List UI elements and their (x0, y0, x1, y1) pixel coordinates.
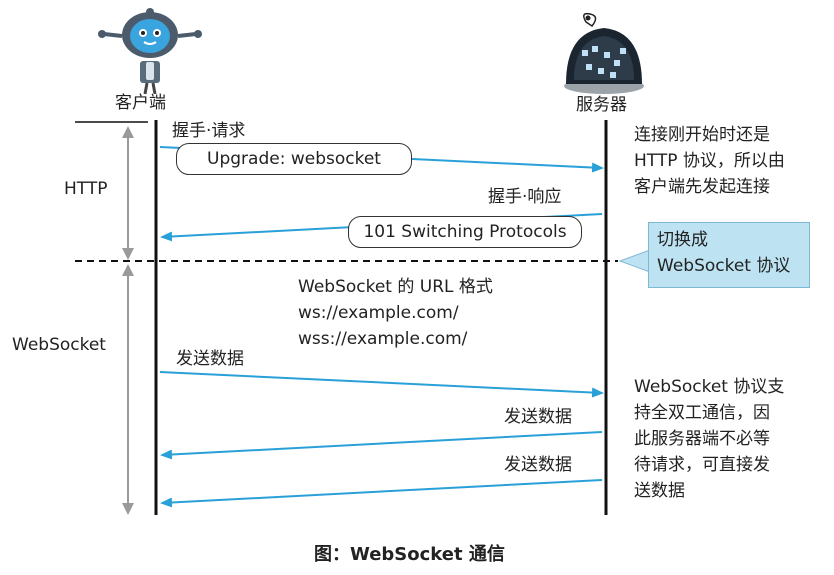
url-format-title: WebSocket 的 URL 格式 (298, 277, 493, 297)
figure-caption: 图：WebSocket 通信 (314, 544, 505, 565)
ws-note-line: 此服务器端不必等 (634, 429, 770, 449)
send-data-label-3: 发送数据 (504, 455, 572, 475)
handshake-response-label: 握手·响应 (488, 187, 562, 207)
arrow-send-2 (160, 431, 603, 460)
arrow-send-3 (160, 479, 603, 508)
arrow-send-1 (159, 371, 604, 398)
ws-note-line: 持全双工通信，因 (634, 403, 770, 423)
websocket-phase-label: WebSocket (12, 335, 106, 355)
server-label: 服务器 (576, 95, 627, 115)
http-note-line: 连接刚开始时还是 (634, 125, 770, 145)
client-label: 客户端 (115, 93, 166, 113)
callout-line: 切换成 (657, 230, 708, 250)
ws-note-line: WebSocket 协议支 (634, 377, 785, 397)
switching-protocols-box: 101 Switching Protocols (348, 216, 582, 248)
handshake-request-label: 握手·请求 (172, 121, 246, 141)
send-data-label-1: 发送数据 (176, 349, 244, 369)
send-data-label-2: 发送数据 (504, 407, 572, 427)
upgrade-header-box: Upgrade: websocket (176, 143, 412, 175)
url-wss-example: wss://example.com/ (298, 329, 468, 349)
switch-protocol-callout: 切换成 WebSocket 协议 (648, 222, 810, 288)
websocket-note: WebSocket 协议支 持全双工通信，因 此服务器端不必等 待请求，可直接发… (634, 374, 784, 504)
http-note: 连接刚开始时还是 HTTP 协议，所以由 客户端先发起连接 (634, 122, 785, 200)
websocket-phase-axis (122, 264, 134, 515)
http-note-line: HTTP 协议，所以由 (634, 151, 785, 171)
callout-line: WebSocket 协议 (657, 256, 791, 276)
url-ws-example: ws://example.com/ (298, 303, 459, 323)
http-phase-axis (122, 126, 134, 260)
ws-note-line: 送数据 (634, 481, 685, 501)
robot-icon (98, 8, 202, 95)
ws-note-line: 待请求，可直接发 (634, 455, 770, 475)
server-robot-icon (564, 12, 644, 94)
http-note-line: 客户端先发起连接 (634, 177, 770, 197)
http-phase-label: HTTP (64, 179, 108, 199)
